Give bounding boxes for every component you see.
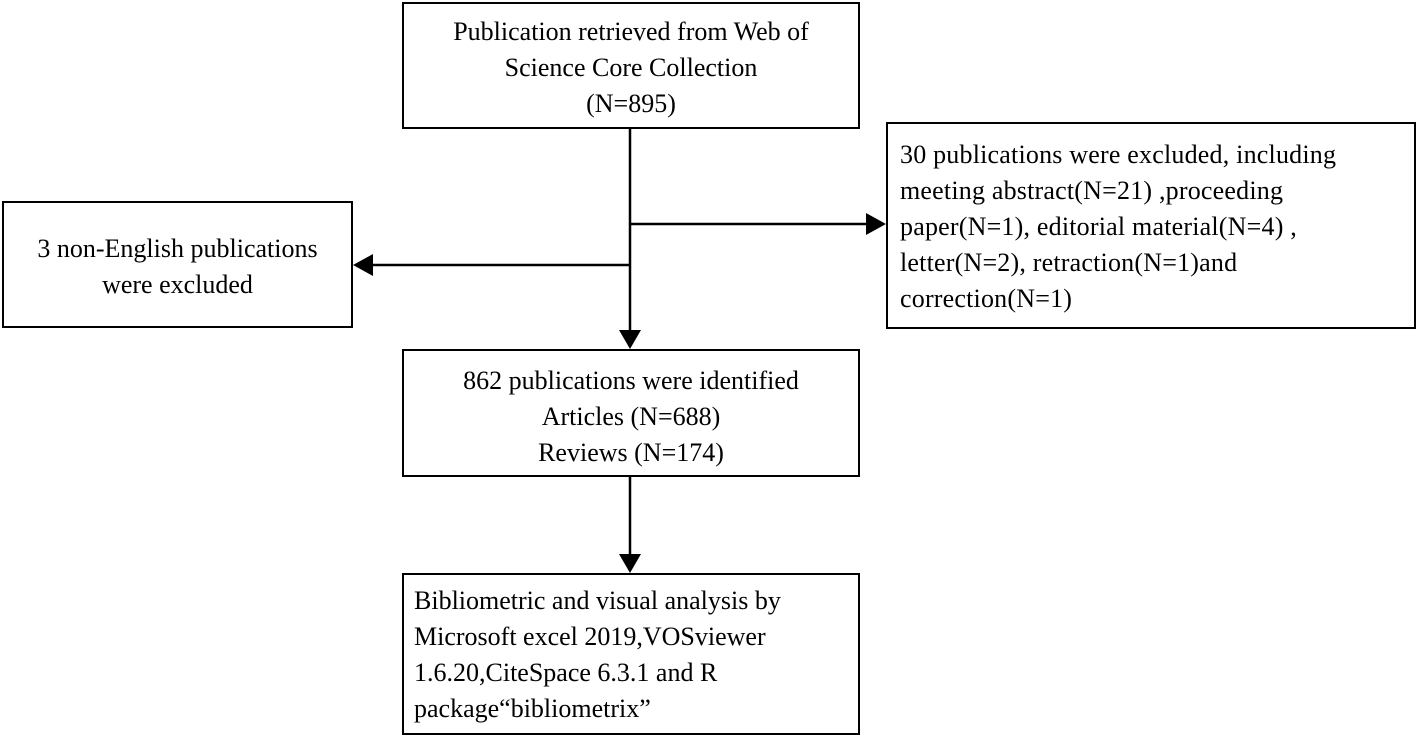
reviews-count: Reviews (N=174) [538, 438, 724, 467]
arrowhead-to-analysis [619, 554, 641, 573]
excluded-language-line: were excluded [102, 270, 253, 299]
excluded-types-line: meeting abstract(N=21) ,proceeding [900, 176, 1284, 205]
excluded-types-line: paper(N=1), editorial material(N=4) , [900, 212, 1297, 241]
retrieved-count: (N=895) [586, 89, 676, 118]
articles-count: Articles (N=688) [541, 402, 721, 431]
analysis-line: 1.6.20,CiteSpace 6.3.1 and R [414, 658, 718, 687]
identified-line: 862 publications were identified [463, 366, 799, 395]
analysis-line: Microsoft excel 2019,VOSviewer [414, 622, 766, 651]
excluded-types-line: correction(N=1) [900, 284, 1073, 313]
excluded-non-english-box: 3 non-English publications were excluded [2, 201, 353, 328]
arrowhead-to-excluded-language [353, 254, 373, 276]
excluded-types-line: letter(N=2), retraction(N=1)and [900, 248, 1238, 277]
analysis-line: Bibliometric and visual analysis by [414, 586, 781, 615]
excluded-document-types-box: 30 publications were excluded, including… [886, 122, 1416, 329]
retrieved-line: Science Core Collection [504, 53, 758, 82]
identified-publications-box: 862 publications were identified Article… [402, 349, 860, 477]
arrowhead-to-identified [619, 330, 641, 349]
retrieved-publications-box: Publication retrieved from Web of Scienc… [402, 2, 860, 129]
analysis-tools-box: Bibliometric and visual analysis by Micr… [402, 573, 860, 735]
analysis-line: package“bibliometrix” [414, 694, 651, 723]
excluded-language-line: 3 non-English publications [37, 234, 318, 263]
excluded-types-line: 30 publications were excluded, including [900, 140, 1337, 169]
retrieved-line: Publication retrieved from Web of [453, 17, 809, 46]
arrowhead-to-excluded-types [866, 213, 886, 235]
